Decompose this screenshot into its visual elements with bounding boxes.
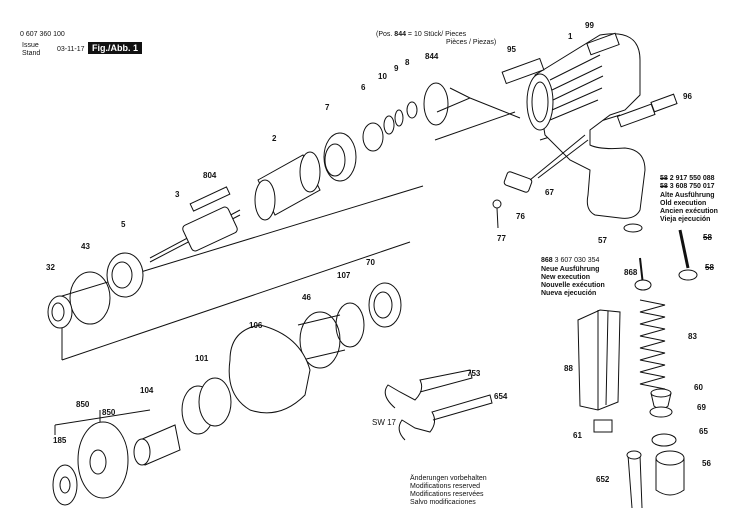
part-label-106: 106 [249,321,263,330]
part-label-185: 185 [53,436,67,445]
old-exec-line1: Alte Ausführung [660,192,715,199]
pos-note-line1: (Pos. 844 = 10 Stück/ Pieces [376,31,467,38]
part-label-56: 56 [702,459,711,468]
trigger-parts [492,134,589,229]
footer-line4: Salvo modificaciones [410,499,476,506]
part-label-1: 1 [568,32,573,41]
leader-line-844 [436,87,521,119]
part-label-10: 10 [378,72,387,81]
old-exec-line2: Old execution [660,200,707,207]
figure-label: Fig./Abb. 1 [88,42,142,54]
front-bearings [47,252,144,329]
old-exec-code2: 58 3 608 750 017 [660,183,715,190]
part-label-46: 46 [302,293,311,302]
part-label-83: 83 [688,332,697,341]
gear-parts [323,82,449,182]
valve-parts [593,223,698,509]
part-label-804: 804 [203,171,217,180]
part-label-61: 61 [573,431,582,440]
old-exec-line3: Ancien exécution [660,208,718,215]
part-label-107: 107 [337,271,351,280]
leader-line-housing [434,111,516,141]
part-label-652: 652 [596,475,610,484]
wrench-size-label: SW 17 [372,418,397,427]
part-label-868: 868 [624,268,638,277]
cylinder-part-2 [254,151,321,221]
footer-line2: Modifications reserved [410,483,481,490]
footer-line3: Modifications reservées [410,491,484,498]
part-label-3: 3 [175,190,180,199]
housing-part-1 [501,32,678,219]
part-label-69: 69 [697,403,706,412]
part-label-101: 101 [195,354,209,363]
new-exec-line4: Nueva ejecución [541,290,597,297]
part-label-104: 104 [140,386,154,395]
part-label-95: 95 [507,45,516,54]
spindle-parts [52,377,232,506]
part-label-88: 88 [564,364,573,373]
part-label-96: 96 [683,92,692,101]
part-label-2: 2 [272,134,277,143]
part-label-70: 70 [366,258,375,267]
part-label-753: 753 [467,369,481,378]
wrench-parts [384,369,493,441]
part-label-99: 99 [585,21,594,30]
part-label-60: 60 [694,383,703,392]
issue-label: Issue [22,42,39,49]
part-label-57: 57 [598,236,607,245]
old-exec-line4: Vieja ejecución [660,216,711,223]
new-exec-line2: New execution [541,274,591,281]
part-label-76: 76 [516,212,525,221]
part-label-5: 5 [121,220,126,229]
part-label-9: 9 [394,64,399,73]
assembly-axis-line-2 [61,241,411,361]
new-exec-line3: Nouvelle exécution [541,282,605,289]
issue-date: 03-11-17 [57,46,85,53]
rotor-part-3 [149,186,241,263]
new-exec-line1: Neue Ausführung [541,266,600,273]
part-label-8: 8 [405,58,410,67]
part-label-43: 43 [81,242,90,251]
part-label-58-struck-b: 58 [705,263,714,272]
part-label-850: 850 [76,400,90,409]
part-label-32: 32 [46,263,55,272]
part-label-58-struck-a: 58 [703,233,712,242]
doc-number: 0 607 360 100 [20,31,65,38]
silencer-blocks-88 [577,309,621,411]
part-label-7: 7 [325,103,330,112]
part-label-844: 844 [425,52,439,61]
part-label-6: 6 [361,83,366,92]
part-label-65: 65 [699,427,708,436]
stand-label: Stand [22,50,41,57]
old-exec-code1: 58 2 917 550 088 [660,175,715,182]
sleeve-parts [297,282,402,369]
part-label-77: 77 [497,234,506,243]
footer-line1: Änderungen vorbehalten [410,475,487,482]
new-exec-code: 868 3 607 030 354 [541,257,600,264]
part-label-654: 654 [494,392,508,401]
part-label-850-b: 850 [102,408,116,417]
guard-part-106 [228,324,311,414]
part-label-67: 67 [545,188,554,197]
pos-note-line2: Pièces / Piezas) [446,39,497,46]
